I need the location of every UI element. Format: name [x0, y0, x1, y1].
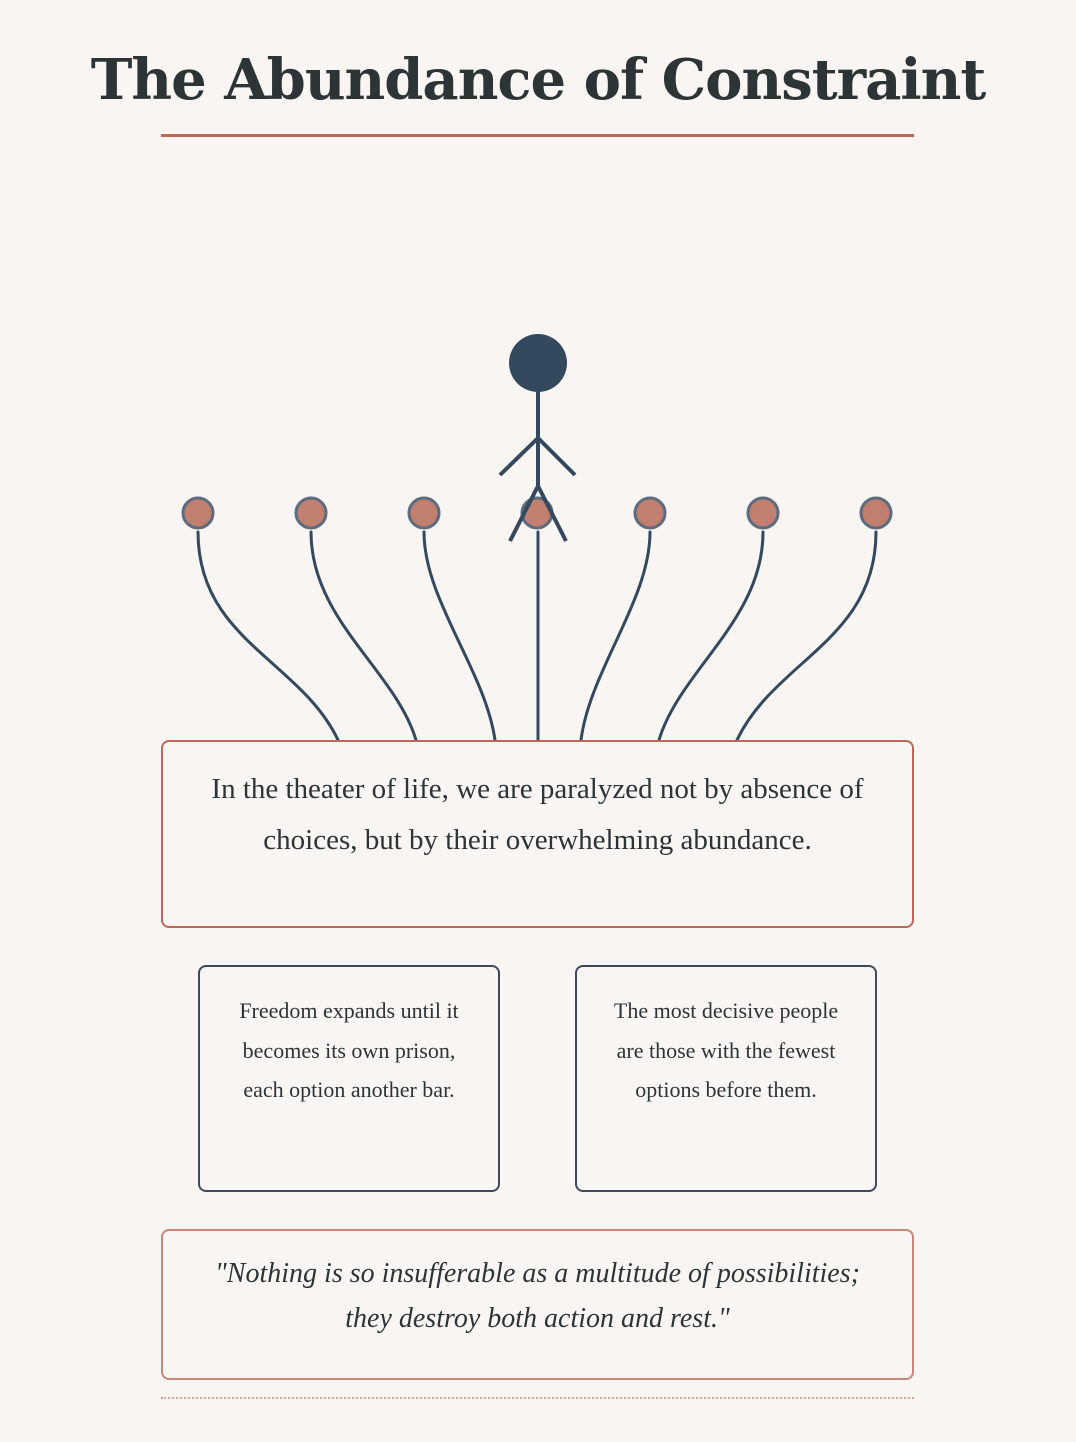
option-circle-icon	[746, 496, 780, 530]
insight-card-freedom: Freedom expands until it becomes its own…	[198, 965, 500, 1192]
choice-path-7	[735, 530, 878, 742]
main-statement-box: In the theater of life, we are paralyzed…	[161, 740, 914, 928]
choice-path-1	[196, 530, 340, 742]
option-circle-icon	[407, 496, 441, 530]
choice-path-2	[309, 530, 418, 742]
insight-card-text: The most decisive people are those with …	[613, 998, 839, 1102]
option-circle-icon	[294, 496, 328, 530]
option-circle-icon	[859, 496, 893, 530]
choice-path-5	[579, 530, 652, 742]
option-circle-icon	[181, 496, 215, 530]
main-statement: In the theater of life, we are paralyzed…	[211, 773, 864, 856]
page-title: The Abundance of Constraint	[90, 47, 987, 113]
option-circle-icon	[633, 496, 667, 530]
insight-card-decisive: The most decisive people are those with …	[575, 965, 877, 1192]
quote-box: "Nothing is so insufferable as a multitu…	[161, 1229, 914, 1380]
title-underline	[161, 134, 914, 137]
option-circles	[181, 496, 893, 530]
footer-divider	[161, 1397, 914, 1399]
quote-text: "Nothing is so insufferable as a multitu…	[215, 1258, 860, 1334]
choice-path-6	[657, 530, 765, 742]
choice-path-3	[422, 530, 497, 742]
stick-figure-icon	[498, 334, 577, 542]
insight-card-text: Freedom expands until it becomes its own…	[239, 998, 459, 1102]
choice-paths	[196, 530, 878, 742]
choices-diagram	[181, 334, 893, 742]
